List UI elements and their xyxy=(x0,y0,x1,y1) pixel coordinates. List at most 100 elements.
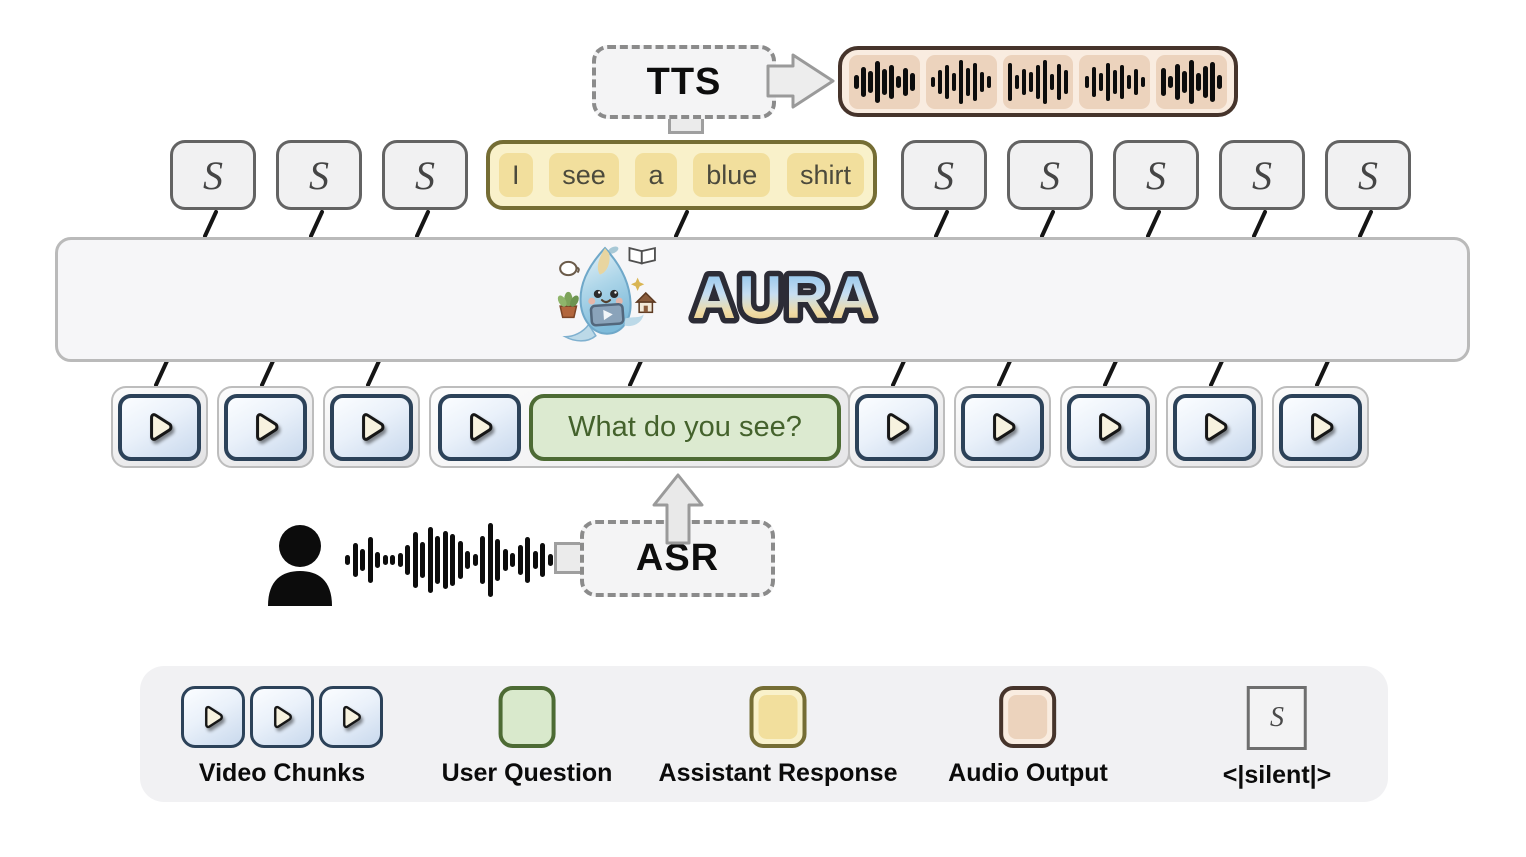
audio-waveform-icon xyxy=(1079,54,1151,109)
chunk-and-question-group: What do you see? xyxy=(429,386,850,468)
video-chunk-box xyxy=(250,686,314,748)
play-icon xyxy=(361,413,384,441)
waveform-bar xyxy=(397,553,403,567)
connector-line xyxy=(674,210,689,238)
play-icon xyxy=(992,413,1015,441)
legend-item-assistant-response: Assistant Response xyxy=(658,686,898,788)
svg-text:AURA: AURA xyxy=(692,264,877,331)
video-chunk xyxy=(848,386,945,468)
waveform-bar xyxy=(1021,68,1027,95)
waveform-bar xyxy=(1042,59,1048,104)
audio-waveform-icon xyxy=(849,54,920,109)
play-icon xyxy=(1310,413,1333,441)
video-chunk-box xyxy=(1067,393,1150,461)
video-chunk xyxy=(954,386,1051,468)
silent-token: S xyxy=(1325,140,1411,210)
waveform-bar xyxy=(1091,66,1097,97)
connector-line xyxy=(1315,359,1330,387)
connector-line xyxy=(260,359,275,387)
waveform-bar xyxy=(375,552,380,568)
left-video-chunk-group xyxy=(111,386,420,468)
waveform-bar xyxy=(965,67,971,96)
video-chunk xyxy=(1060,386,1157,468)
audio-output-box xyxy=(838,46,1238,117)
waveform-bar xyxy=(1007,62,1013,101)
legend-label: User Question xyxy=(441,759,613,787)
video-chunk-box xyxy=(118,393,201,461)
silent-token: S xyxy=(382,140,468,210)
waveform-bar xyxy=(1203,65,1208,98)
aura-logo-text: AURA xyxy=(687,259,880,337)
user-question-swatch xyxy=(498,686,556,748)
user-speech-waveform-icon xyxy=(345,518,553,602)
waveform-bar xyxy=(412,532,418,588)
waveform-bar xyxy=(986,75,992,88)
aura-model-box xyxy=(55,237,1470,362)
silent-token: S xyxy=(170,140,256,210)
waveform-bar xyxy=(972,62,978,101)
connector-line xyxy=(1209,359,1224,387)
waveform-bar xyxy=(390,555,395,565)
legend-label: Audio Output xyxy=(948,759,1108,787)
legend-label: <|silent|> xyxy=(1222,761,1332,789)
play-icon xyxy=(274,705,292,729)
waveform-bar xyxy=(958,59,964,104)
waveform-bar xyxy=(487,523,493,597)
waveform-bar xyxy=(532,551,538,569)
play-icon xyxy=(149,413,172,441)
connector-line xyxy=(1040,210,1055,238)
video-chunk-box xyxy=(855,393,938,461)
legend-label: Assistant Response xyxy=(658,759,898,787)
waveform-bar xyxy=(1168,75,1173,88)
play-icon xyxy=(886,413,909,441)
play-icon xyxy=(343,705,361,729)
waveform-bar xyxy=(480,536,485,584)
video-chunk xyxy=(1272,386,1369,468)
waveform-bar xyxy=(861,66,866,97)
waveform-bar xyxy=(495,539,500,581)
connector-line xyxy=(366,359,381,387)
connector-line xyxy=(997,359,1012,387)
waveform-bar xyxy=(1161,67,1166,96)
right-video-chunk-group xyxy=(848,386,1369,468)
waveform-bar xyxy=(889,64,894,99)
waveform-bar xyxy=(896,75,901,88)
aura-mascot-icon xyxy=(557,246,657,342)
audio-waveform-icon xyxy=(1002,54,1074,109)
silent-token: S xyxy=(276,140,362,210)
waveform-bar xyxy=(937,69,943,94)
video-chunk-box xyxy=(181,686,245,748)
video-chunk-box xyxy=(319,686,383,748)
waveform-bar xyxy=(1126,74,1132,89)
waveform-bar xyxy=(472,554,478,566)
waveform-bar xyxy=(525,537,530,583)
play-icon xyxy=(1098,413,1121,441)
waveform-bar xyxy=(502,549,508,571)
left-silent-token-group: S S S xyxy=(170,140,468,210)
waveform-bar xyxy=(360,549,365,571)
waveform-bar xyxy=(517,545,523,575)
waveform-bar xyxy=(540,543,545,577)
connector-line xyxy=(1146,210,1161,238)
waveform-bar xyxy=(979,71,985,92)
waveform-bar xyxy=(1056,63,1062,100)
waveform-bar xyxy=(510,553,515,567)
waveform-bar xyxy=(951,72,957,91)
play-icon xyxy=(255,413,278,441)
waveform-bar xyxy=(882,68,887,95)
play-icon xyxy=(469,413,492,441)
silent-token-swatch: S xyxy=(1246,686,1307,750)
connector-line xyxy=(628,359,643,387)
legend-item-user-question: User Question xyxy=(441,686,613,788)
connector-line xyxy=(1358,210,1373,238)
waveform-bar xyxy=(1063,69,1069,94)
silent-token: S xyxy=(901,140,987,210)
waveform-bar xyxy=(382,555,388,565)
response-word-chip: I xyxy=(499,152,533,198)
video-chunk-box xyxy=(1279,393,1362,461)
waveform-bar xyxy=(405,545,410,575)
waveform-bar xyxy=(442,531,448,589)
waveform-bar xyxy=(1210,61,1215,102)
waveform-bar xyxy=(875,60,880,103)
response-word-chip: a xyxy=(635,152,677,198)
